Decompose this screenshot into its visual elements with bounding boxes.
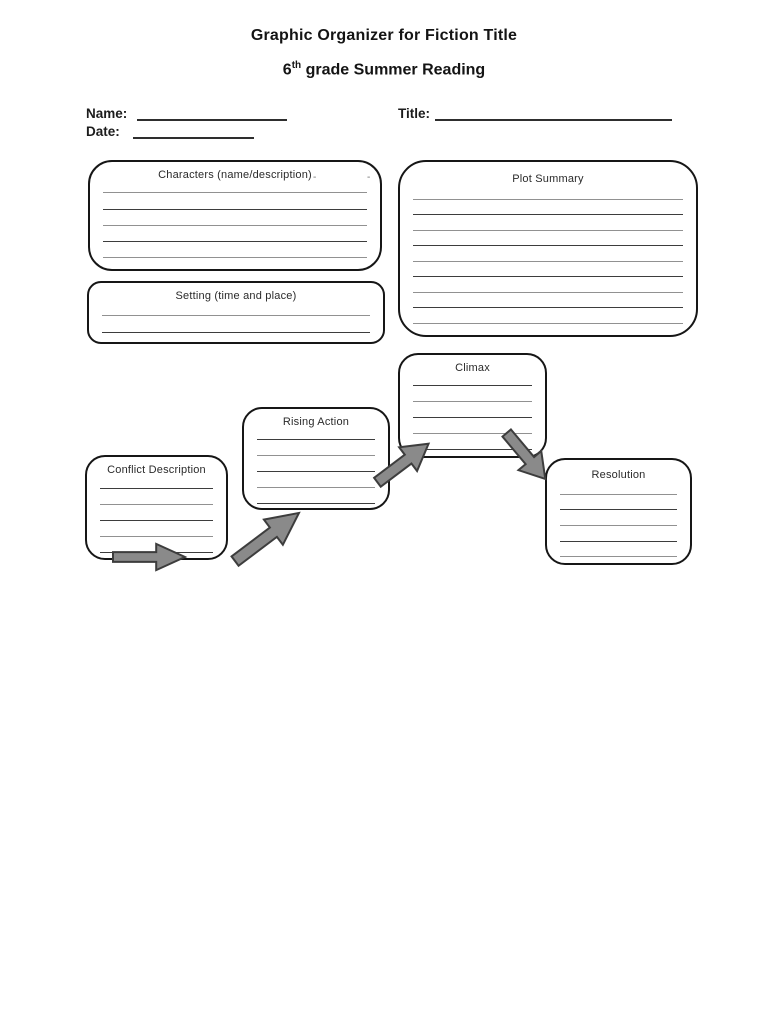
name-blank-line[interactable]: [137, 106, 288, 121]
conflict-writing-area[interactable]: [100, 473, 213, 553]
rising-action-to-climax-arrow: [367, 430, 439, 496]
climax-box: Climax: [398, 353, 547, 458]
rising-action-box: Rising Action: [242, 407, 390, 510]
climax-box-label: Climax: [455, 362, 490, 374]
name-label: Name:: [86, 106, 128, 121]
subtitle-grade-number: 6: [282, 61, 292, 79]
date-blank-line[interactable]: [132, 124, 254, 139]
resolution-box: Resolution: [545, 458, 692, 565]
plot-summary-writing-area[interactable]: [413, 184, 683, 324]
conflict-to-rising-action-arrow: [224, 499, 310, 576]
title-blank-line[interactable]: [434, 106, 672, 121]
page-title: Graphic Organizer for Fiction Title: [250, 27, 518, 44]
plot-summary-box-label: Plot Summary: [512, 173, 584, 185]
stray-mark-right: -: [367, 172, 371, 183]
date-field: Date:: [86, 124, 254, 139]
conflict-description-box: Conflict Description: [85, 455, 228, 560]
subtitle-text: grade Summer Reading: [301, 61, 486, 79]
subtitle-ordinal: th: [291, 60, 302, 71]
rising-action-box-label: Rising Action: [282, 416, 350, 428]
setting-box: Setting (time and place): [87, 281, 385, 344]
conflict-description-box-label: Conflict Description: [107, 464, 206, 476]
stray-mark-left: -: [313, 172, 317, 183]
characters-box-label: Characters (name/description): [158, 169, 312, 181]
title-label: Title:: [398, 106, 431, 121]
resolution-writing-area[interactable]: [560, 479, 677, 558]
page-subtitle: 6th grade Summer Reading: [0, 60, 768, 79]
setting-box-label: Setting (time and place): [175, 290, 297, 302]
name-field: Name:: [86, 106, 288, 121]
plot-summary-box: Plot Summary: [398, 160, 698, 337]
climax-to-resolution-arrow: [494, 422, 559, 490]
title-field: Title:: [398, 106, 672, 121]
date-label: Date:: [86, 124, 120, 139]
characters-box: Characters (name/description) - -: [88, 160, 382, 271]
resolution-box-label: Resolution: [591, 469, 646, 481]
characters-writing-area[interactable]: [103, 177, 367, 259]
climax-writing-area[interactable]: [413, 370, 532, 450]
conflict-start-arrow: [113, 542, 185, 572]
setting-writing-area[interactable]: [102, 299, 370, 333]
rising-action-writing-area[interactable]: [257, 424, 375, 504]
